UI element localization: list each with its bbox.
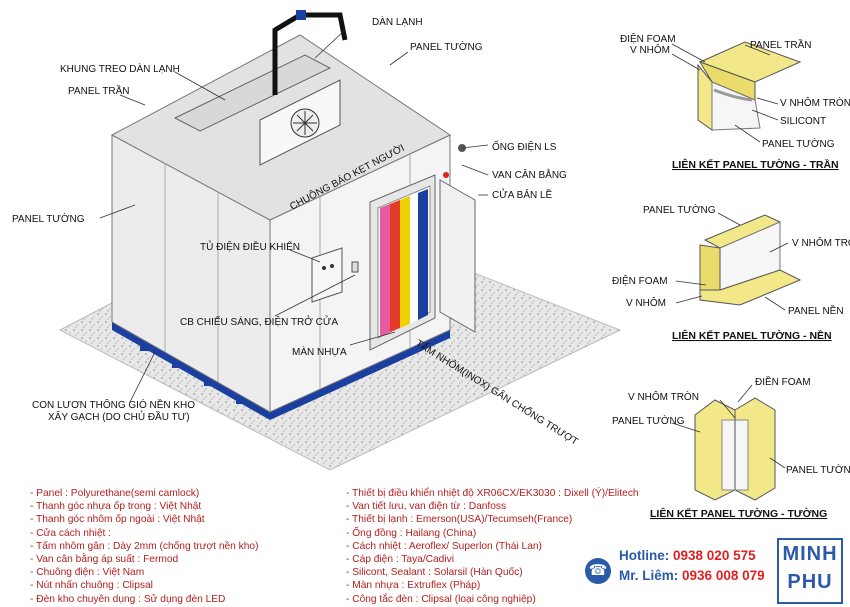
title-wall-wall: LIÊN KẾT PANEL TƯỜNG - TƯỜNG bbox=[650, 507, 827, 520]
pipe-valve bbox=[296, 10, 306, 20]
label-f-panel-tuong: PANEL TƯỜNG bbox=[643, 203, 716, 216]
logo-line-1: MINH bbox=[782, 543, 838, 565]
floor-supports bbox=[140, 345, 246, 404]
label-ong-dien: ỐNG ĐIỆN LS bbox=[492, 139, 557, 153]
label-tu-dien: TỦ ĐIỆN ĐIỀU KHIỂN bbox=[200, 240, 300, 253]
label-c-dien-foam: ĐIỆN FOAM bbox=[620, 32, 676, 45]
spec-item: - Thiết bị lạnh : Emerson(USA)/Tecumseh(… bbox=[346, 514, 573, 526]
person-number[interactable]: 0936 008 079 bbox=[682, 568, 765, 583]
label-w-v-nhom-tron: V NHÔM TRÒN bbox=[628, 390, 699, 403]
spec-item: - Van cân bằng áp suất : Fermod bbox=[30, 553, 179, 565]
cb-switch bbox=[351, 261, 359, 273]
base-strip-right bbox=[270, 330, 450, 420]
label-c-panel-tran: PANEL TRẦN bbox=[750, 38, 812, 51]
brand-logo: MINH PHU bbox=[777, 538, 843, 604]
spec-item: - Cửa cách nhiệt : bbox=[30, 527, 111, 539]
label-c-silicont: SILICONT bbox=[780, 116, 826, 127]
hotline-row: Hotline: 0938 020 575 bbox=[619, 548, 756, 563]
hinged-door bbox=[439, 179, 476, 333]
spec-item: - Ống đồng : Hailang (China) bbox=[346, 527, 477, 539]
spec-item: - Thanh góc nhựa ốp trong : Việt Nhật bbox=[30, 501, 202, 513]
spec-list-right: - Thiết bị điều khiển nhiệt độ XR06CX/EK… bbox=[346, 487, 639, 606]
spec-item: - Thanh góc nhôm ốp ngoài : Việt Nhật bbox=[30, 514, 205, 526]
phone-icon: ☎ bbox=[585, 558, 611, 584]
label-w-dien-foam: ĐIỀN FOAM bbox=[755, 375, 811, 388]
evaporator-frame bbox=[173, 54, 332, 132]
control-cabinet bbox=[311, 247, 343, 303]
contact-block: ☎ Hotline: 0938 020 575 Mr. Liêm: 0936 0… bbox=[583, 538, 848, 604]
alarm-bell bbox=[443, 172, 449, 178]
detail-wall-ceiling: ĐIỆN FOAM V NHÔM PANEL TRẦN V NHÔM TRÒN … bbox=[620, 32, 850, 171]
label-f-panel-nen: PANEL NỀN bbox=[788, 304, 844, 317]
label-khung-treo: KHUNG TREO DÀN LẠNH bbox=[60, 62, 180, 75]
spec-item: - Đèn kho chuyên dụng : Sử dụng đèn LED bbox=[30, 593, 226, 605]
spec-item: - Công tắc đèn : Clipsal (loại công nghi… bbox=[346, 593, 536, 605]
label-man-nhua: MÀN NHỰA bbox=[292, 345, 347, 358]
spec-item: - Cáp điện : Taya/Cadivi bbox=[346, 553, 454, 565]
label-con-luon-2: XÂY GẠCH (DO CHỦ ĐẦU TƯ) bbox=[48, 410, 190, 423]
spec-item: - Nút nhấn chuông : Clipsal bbox=[30, 580, 153, 592]
base-strip-left bbox=[112, 322, 270, 420]
title-wall-floor: LIÊN KẾT PANEL TƯỜNG - NỀN bbox=[672, 329, 832, 342]
label-van-can-bang: VAN CÂN BẰNG bbox=[492, 168, 567, 181]
label-w-panel-tuong-left: PANEL TƯỜNG bbox=[612, 414, 685, 427]
label-f-dien-foam: ĐIỆN FOAM bbox=[612, 274, 668, 287]
leader-lines bbox=[99, 29, 489, 403]
label-panel-tuong-top: PANEL TƯỜNG bbox=[410, 40, 483, 53]
spec-item: - Cách nhiệt : Aeroflex/ Superlon (Thái … bbox=[346, 540, 542, 552]
spec-list-left: - Panel : Polyurethane(semi camlock) - T… bbox=[30, 487, 258, 606]
logo-line-2: PHU bbox=[787, 571, 833, 593]
label-panel-tuong-left: PANEL TƯỜNG bbox=[12, 212, 85, 225]
spec-item: - Van tiết lưu, van điện từ : Danfoss bbox=[346, 501, 507, 513]
spec-item: - Màn nhựa : Extruflex (Pháp) bbox=[346, 580, 481, 592]
spec-item: - Silicont, Sealant : Solarsil (Hàn Quốc… bbox=[346, 567, 523, 579]
label-cua-ban-le: CỬA BẢN LỀ bbox=[492, 188, 553, 201]
fan-icon bbox=[290, 108, 320, 138]
hotline-number[interactable]: 0938 020 575 bbox=[673, 548, 756, 563]
spec-item: - Tấm nhôm gân : Dày 2mm (chống trượt nề… bbox=[30, 540, 259, 552]
spec-item: - Panel : Polyurethane(semi camlock) bbox=[30, 488, 200, 499]
label-cb-chieu-sang: CB CHIẾU SÁNG, ĐIỆN TRỞ CỬA bbox=[180, 315, 338, 328]
label-panel-tran: PANEL TRẦN bbox=[68, 84, 130, 97]
strip-curtain bbox=[380, 189, 428, 337]
label-c-v-nhom: V NHÔM bbox=[630, 43, 670, 56]
label-f-v-nhom-tron: V NHÔM TRÒN bbox=[792, 236, 850, 249]
person-row: Mr. Liêm: 0936 008 079 bbox=[619, 568, 765, 583]
hotline-label: Hotline: bbox=[619, 548, 670, 563]
detail-wall-wall: ĐIỀN FOAM V NHÔM TRÒN PANEL TƯỜNG PANEL … bbox=[612, 375, 850, 520]
title-wall-ceiling: LIÊN KẾT PANEL TƯỜNG - TRẦN bbox=[672, 158, 839, 171]
spec-item: - Thiết bị điều khiển nhiệt độ XR06CX/EK… bbox=[346, 488, 639, 499]
spec-item: - Chuông điện : Việt Nam bbox=[30, 567, 145, 579]
label-con-luon-1: CON LƯƠN THÔNG GIÓ NỀN KHO bbox=[32, 398, 195, 411]
person-label: Mr. Liêm: bbox=[619, 568, 679, 583]
label-w-panel-tuong-right: PANEL TƯỜNG bbox=[786, 463, 850, 476]
label-c-panel-tuong: PANEL TƯỜNG bbox=[762, 137, 835, 150]
label-c-v-nhom-tron: V NHÔM TRÒN bbox=[780, 96, 850, 109]
label-dan-lanh: DÀN LẠNH bbox=[372, 15, 423, 28]
label-f-v-nhom: V NHÔM bbox=[626, 296, 666, 309]
detail-wall-floor: PANEL TƯỜNG V NHÔM TRÒN ĐIỆN FOAM V NHÔM… bbox=[612, 203, 850, 342]
